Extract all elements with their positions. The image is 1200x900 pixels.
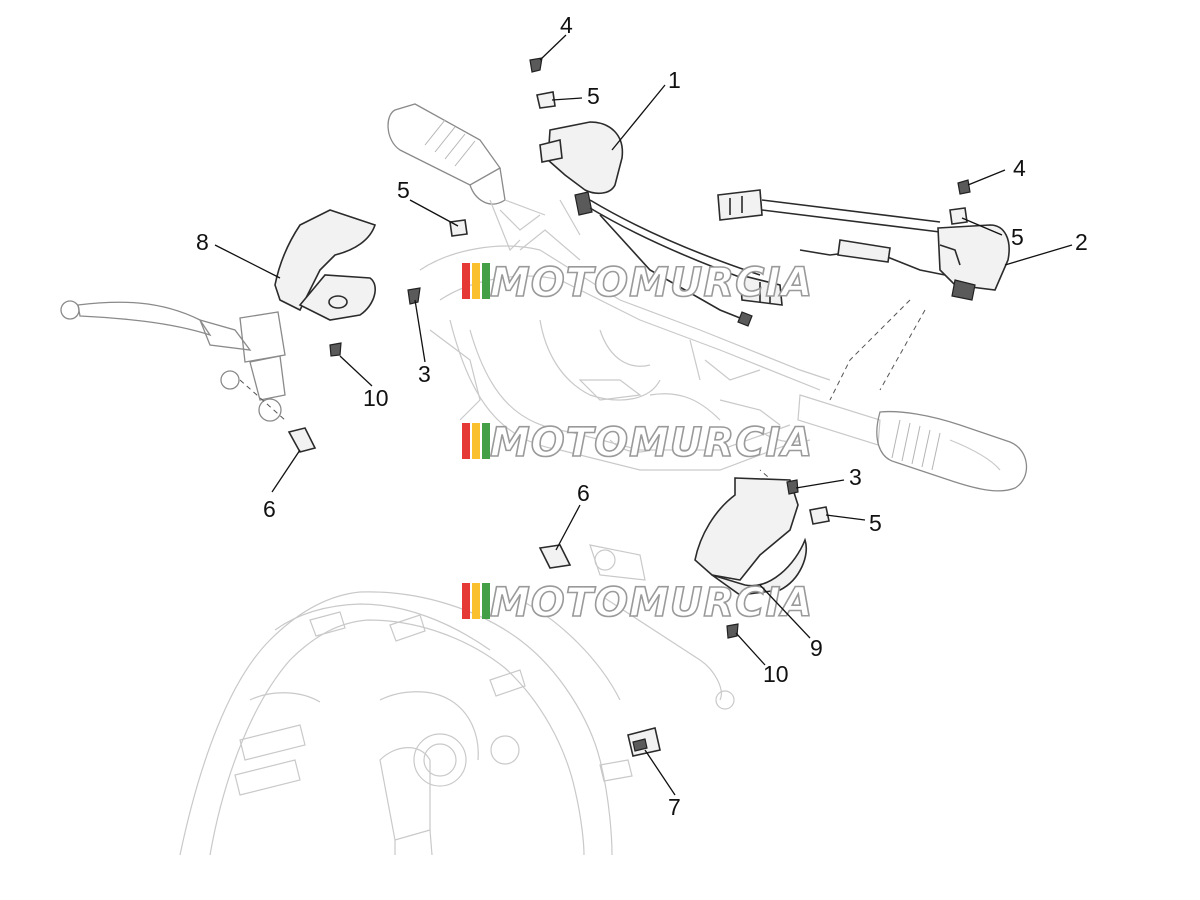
watermark-text: MOTOMURCIA: [490, 420, 813, 466]
left-brake-lever: [60, 300, 286, 422]
callout-1: 1: [668, 67, 681, 93]
callout-7: 7: [668, 794, 681, 820]
callout-6: 6: [263, 496, 276, 522]
callout-4: 4: [1013, 155, 1026, 181]
front-shield-outline: [179, 591, 633, 856]
callout-8: 8: [196, 229, 209, 255]
callout-10: 10: [763, 661, 789, 687]
assembly-guide-lines: [239, 299, 926, 501]
hardware-parts: [287, 57, 971, 757]
callout-5: 5: [397, 177, 410, 203]
watermark-stripes: [462, 263, 490, 299]
callout-5: 5: [1011, 224, 1024, 250]
right-switch-assembly: [717, 189, 1010, 301]
left-switch-cover: [274, 209, 377, 321]
watermark-logo: MOTOMURCIA: [462, 259, 813, 307]
callout-9: 9: [810, 635, 823, 661]
callout-labels: 1 2 3 3 4 4 5 5 5 5 6 6 7 8 9 10 10: [196, 12, 1088, 820]
watermark-logo: MOTOMURCIA: [462, 419, 813, 467]
left-handlebar-grip: [387, 103, 546, 252]
handlebar-frame-outline: [419, 199, 831, 471]
callout-leaders: [214, 34, 1073, 796]
watermark-text: MOTOMURCIA: [490, 260, 813, 306]
watermark-stripes: [462, 423, 490, 459]
callout-4: 4: [560, 12, 573, 38]
right-brake-lever: [589, 544, 735, 710]
right-handlebar-grip: [797, 394, 1028, 492]
callout-10: 10: [363, 385, 389, 411]
watermark-text: MOTOMURCIA: [490, 580, 813, 626]
callout-6: 6: [577, 480, 590, 506]
watermark-logo: MOTOMURCIA: [462, 579, 813, 627]
callout-2: 2: [1075, 229, 1088, 255]
callout-5: 5: [587, 83, 600, 109]
callout-3: 3: [418, 361, 431, 387]
left-switch-assembly: [539, 121, 783, 327]
watermark-stripes: [462, 583, 490, 619]
callout-3: 3: [849, 464, 862, 490]
right-switch-cover: [694, 477, 807, 596]
callout-5: 5: [869, 510, 882, 536]
